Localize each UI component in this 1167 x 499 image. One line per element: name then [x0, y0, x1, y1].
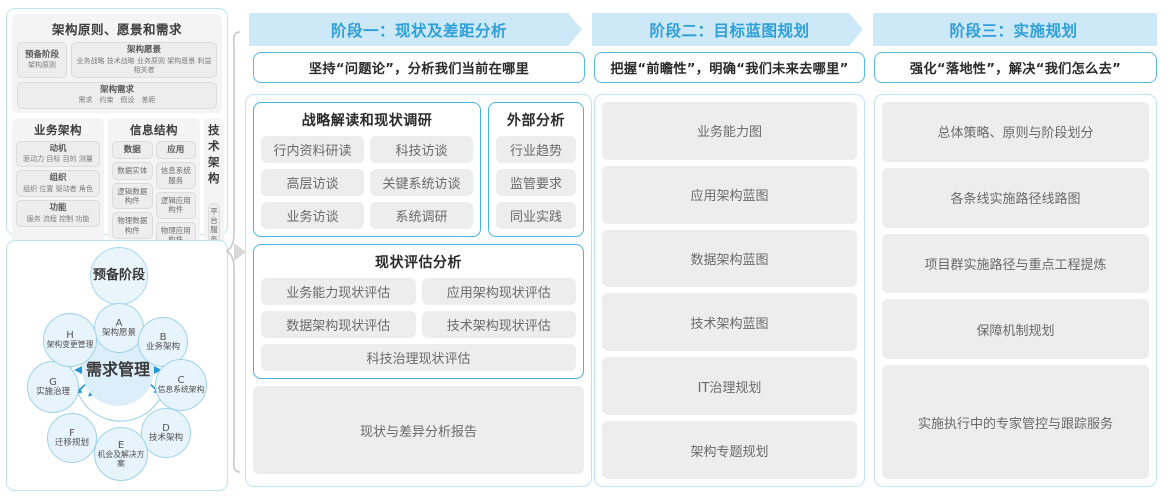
phase1-header: 阶段一：现状及差距分析 [249, 13, 589, 46]
phase1-header-text: 阶段一：现状及差距分析 [330, 21, 507, 40]
phase2-body-panel: 业务能力图 应用架构蓝图 数据架构蓝图 技术架构蓝图 IT治理规划 架构专题规划 [594, 94, 865, 487]
adm-node-h: H 架构变更管理 [43, 313, 97, 367]
strategy-item[interactable]: 科技访谈 [370, 136, 473, 163]
business-arch-item: 组织 组织 位置 驱动者 角色 [16, 170, 100, 197]
brace-connector [226, 31, 246, 473]
phase3-item[interactable]: 总体策略、原则与阶段划分 [882, 102, 1149, 162]
vision-sub: 业务战略 技术战略 业务原则 架构愿景 利益相关者 [76, 56, 212, 74]
app-item: 信息系统服务 [155, 162, 196, 189]
data-item: 逻辑数据构件 [112, 182, 153, 210]
business-arch-item: 动机 驱动力 目标 目的 测量 [16, 140, 100, 168]
strategy-card-title: 战略解读和现状调研 [301, 113, 433, 129]
phase3-item[interactable]: 项目群实施路径与重点工程提炼 [882, 233, 1149, 294]
tech-arch-title: 技术架构 [208, 122, 220, 185]
phase1-body-panel: 战略解读和现状调研 行内资料研读 科技访谈 高层访谈 关键系统访谈 业务访谈 系… [245, 94, 592, 487]
requirements-sub: 需求 约束 假设 差距 [78, 96, 156, 105]
vision-title: 架构愿景 [126, 45, 161, 55]
architecture-principles-group: 架构原则、愿景和需求 预备阶段 架构原则 架构愿景 业务战略 技术战略 业务原则… [12, 14, 222, 113]
assessment-item[interactable]: 技术架构现状评估 [421, 311, 576, 338]
architecture-vision-cell: 架构愿景 业务战略 技术战略 业务原则 架构愿景 利益相关者 [71, 42, 217, 78]
adm-node-a: A 架构愿景 [94, 303, 144, 353]
current-state-assessment-card: 现状评估分析 业务能力现状评估 应用架构现状评估 数据架构现状评估 技术架构现状… [253, 244, 584, 379]
togaf-content-framework-panel: 架构原则、愿景和需求 预备阶段 架构原则 架构愿景 业务战略 技术战略 业务原则… [6, 8, 228, 436]
app-item: 逻辑应用构件 [155, 191, 196, 219]
strategy-item[interactable]: 系统调研 [370, 202, 473, 229]
requirements-title: 架构需求 [99, 84, 134, 95]
strategy-item[interactable]: 业务访谈 [261, 202, 364, 229]
external-item[interactable]: 同业实践 [496, 202, 576, 229]
togaf-adm-cycle-panel: 预备阶段 需求管理 A 架构愿景 B 业务架构 C 信息系统架构 [6, 240, 228, 491]
external-item[interactable]: 行业趋势 [496, 136, 576, 163]
external-analysis-card: 外部分析 行业趋势 监管要求 同业实践 [488, 102, 584, 237]
adm-node-b: B 业务架构 [138, 317, 188, 367]
phase2-item[interactable]: IT治理规划 [602, 357, 857, 416]
left-reference-column: 架构原则、愿景和需求 预备阶段 架构原则 架构愿景 业务战略 技术战略 业务原则… [6, 8, 228, 491]
prep-phase-cell: 预备阶段 架构原则 [17, 42, 67, 78]
phase1-chevron-arrow-icon [568, 13, 592, 46]
external-items-stack: 行业趋势 监管要求 同业实践 [496, 136, 576, 229]
external-item[interactable]: 监管要求 [496, 169, 576, 196]
phase2-item[interactable]: 架构专题规划 [602, 421, 857, 479]
phase3-header-text: 阶段三：实施规划 [949, 21, 1078, 40]
phase2-chevron-arrow-icon [849, 13, 873, 46]
adm-node-g: G 实施治理 [27, 361, 79, 413]
prep-sub: 架构原则 [28, 61, 56, 70]
strategy-items-grid: 行内资料研读 科技访谈 高层访谈 关键系统访谈 业务访谈 系统调研 [261, 136, 473, 229]
phase1-subtitle-text: 坚持“问题论”，分析我们当前在哪里 [308, 62, 530, 77]
assessment-item[interactable]: 科技治理现状评估 [261, 344, 576, 371]
adm-node-prep: 预备阶段 [90, 247, 148, 305]
assessment-item[interactable]: 数据架构现状评估 [261, 311, 416, 338]
phase1-subtitle: 坚持“问题论”，分析我们当前在哪里 [253, 52, 585, 83]
phase3-body-panel: 总体策略、原则与阶段划分 各条线实施路径线路图 项目群实施路径与重点工程提炼 保… [874, 94, 1157, 487]
phase2-item[interactable]: 应用架构蓝图 [602, 165, 857, 224]
assessment-items-grid: 业务能力现状评估 应用架构现状评估 数据架构现状评估 技术架构现状评估 科技治理… [261, 278, 576, 371]
strategy-item[interactable]: 行内资料研读 [261, 136, 364, 163]
external-card-title: 外部分析 [507, 113, 565, 129]
adm-node-c: C 信息系统架构 [155, 359, 207, 411]
strategy-item[interactable]: 关键系统访谈 [370, 169, 473, 196]
phase2-item-list: 业务能力图 应用架构蓝图 数据架构蓝图 技术架构蓝图 IT治理规划 架构专题规划 [602, 102, 857, 479]
adm-node-f: F 迁移规划 [47, 413, 97, 463]
phase3-subtitle: 强化“落地性”，解决“我们怎么去” [874, 52, 1157, 83]
phase3-header: 阶段三：实施规划 [870, 13, 1157, 46]
business-arch-title: 业务架构 [34, 122, 82, 137]
phase2-item[interactable]: 技术架构蓝图 [602, 293, 857, 352]
prep-title: 预备阶段 [24, 49, 59, 60]
assessment-item[interactable]: 业务能力现状评估 [261, 278, 416, 305]
phase3-item-list: 总体策略、原则与阶段划分 各条线实施路径线路图 项目群实施路径与重点工程提炼 保… [882, 102, 1149, 479]
group-title: 架构原则、愿景和需求 [51, 22, 182, 37]
phase2-header-text: 阶段二：目标蓝图规划 [649, 21, 810, 40]
business-arch-item: 功能 服务 流程 控制 功能 [16, 199, 100, 227]
assessment-item[interactable]: 应用架构现状评估 [421, 278, 576, 305]
data-item: 数据实体 [112, 162, 153, 180]
adm-node-d: D 技术架构 [141, 408, 191, 458]
adm-node-e: E 机会及解决方案 [94, 427, 148, 481]
gap-analysis-report[interactable]: 现状与差异分析报告 [253, 386, 584, 474]
strategy-research-card: 战略解读和现状调研 行内资料研读 科技访谈 高层访谈 关键系统访谈 业务访谈 系… [253, 102, 481, 237]
architecture-requirements-cell: 架构需求 需求 约束 假设 差距 [17, 81, 217, 109]
phase2-item[interactable]: 业务能力图 [602, 102, 857, 160]
phase2-item[interactable]: 数据架构蓝图 [602, 229, 857, 288]
phase3-item[interactable]: 各条线实施路径线路图 [882, 167, 1149, 228]
data-item: 物理数据构件 [112, 212, 153, 240]
strategy-item[interactable]: 高层访谈 [261, 169, 364, 196]
assessment-card-title: 现状评估分析 [375, 255, 462, 271]
phase2-header: 阶段二：目标蓝图规划 [589, 13, 870, 46]
info-structure-title: 信息结构 [130, 122, 178, 137]
data-subcolumn: 数据 数据实体 逻辑数据构件 物理数据构件 [112, 140, 153, 249]
phase3-item[interactable]: 实施执行中的专家管控与跟踪服务 [882, 365, 1149, 479]
phase2-subtitle: 把握“前瞻性”，明确“我们未来去哪里” [594, 52, 865, 83]
application-subcolumn: 应用 信息系统服务 逻辑应用构件 物理应用构件 [155, 140, 196, 249]
phase3-item[interactable]: 保障机制规划 [882, 299, 1149, 360]
adm-cycle-graphic: 预备阶段 需求管理 A 架构愿景 B 业务架构 C 信息系统架构 [7, 241, 227, 490]
phase3-subtitle-text: 强化“落地性”，解决“我们怎么去” [909, 62, 1122, 77]
phase2-subtitle-text: 把握“前瞻性”，明确“我们未来去哪里” [610, 62, 849, 77]
